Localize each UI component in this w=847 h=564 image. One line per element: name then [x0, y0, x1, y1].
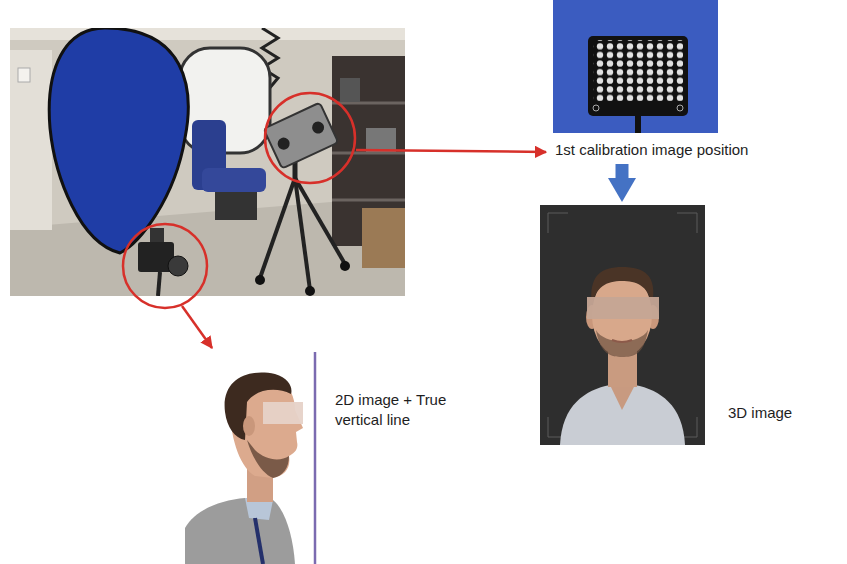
- dot-grid: [593, 40, 683, 101]
- image-caption: 1st calibration image position: [555, 140, 763, 160]
- camera-lens: [276, 136, 292, 152]
- lanyard: [255, 518, 263, 564]
- shirt: [560, 385, 685, 445]
- dark-frame: [540, 205, 705, 445]
- image-caption: 3D image: [728, 403, 820, 423]
- wall-sign: [18, 68, 30, 82]
- highlight-circle: [265, 93, 355, 183]
- privacy-blur: [263, 402, 303, 424]
- calibration-image: [553, 0, 718, 133]
- camera-body: [264, 103, 339, 169]
- frame-guide: [677, 213, 697, 233]
- beard: [247, 440, 289, 478]
- mouth: [612, 340, 632, 342]
- blue-background: [553, 0, 718, 133]
- ceiling: [10, 28, 405, 40]
- 2d-camera-stand: [158, 272, 160, 296]
- room-photo: [10, 28, 405, 296]
- pointer-arrow: [182, 306, 212, 348]
- image-caption: 2D image + True vertical line: [335, 390, 457, 429]
- image-panel: 3D image: [540, 205, 822, 447]
- board-marker: [677, 105, 683, 111]
- board-marker: [593, 105, 599, 111]
- 2d-camera-lens: [168, 256, 188, 276]
- chair-seat: [202, 168, 266, 192]
- 3d-face-image: [540, 205, 705, 445]
- 2d-camera-flash: [150, 228, 164, 242]
- room-photo: [10, 28, 405, 296]
- wheel: [305, 286, 315, 296]
- shelf-item: [366, 128, 396, 152]
- shelf-item: [340, 78, 360, 102]
- highlight-circle: [123, 224, 207, 308]
- wall: [10, 28, 405, 296]
- tripod-leg: [260, 178, 295, 278]
- cardboard-box: [362, 208, 405, 268]
- white-background: [185, 350, 313, 564]
- frame-guide: [548, 213, 568, 233]
- 3d-camera: [264, 103, 339, 169]
- 2d-profile-image: [185, 350, 320, 564]
- true-vertical-line: [314, 352, 317, 564]
- flow-arrow: [616, 164, 629, 178]
- shelf: [332, 199, 405, 202]
- door: [10, 50, 52, 230]
- sweater: [185, 498, 295, 564]
- tripod-leg: [295, 178, 310, 290]
- camera-lens: [310, 120, 326, 136]
- ear: [243, 416, 255, 436]
- neck-skin: [610, 385, 635, 410]
- image-panel: 1st calibration image position: [553, 0, 765, 162]
- image-panel: 2D image + True vertical line: [185, 350, 485, 564]
- privacy-blur: [587, 297, 659, 319]
- calibration-board: [588, 36, 688, 116]
- blue-screen: [49, 28, 188, 253]
- beard: [596, 330, 648, 357]
- wheel: [340, 261, 350, 271]
- pointer-arrow: [356, 150, 546, 152]
- wheel: [255, 275, 265, 285]
- chair-base: [215, 192, 257, 220]
